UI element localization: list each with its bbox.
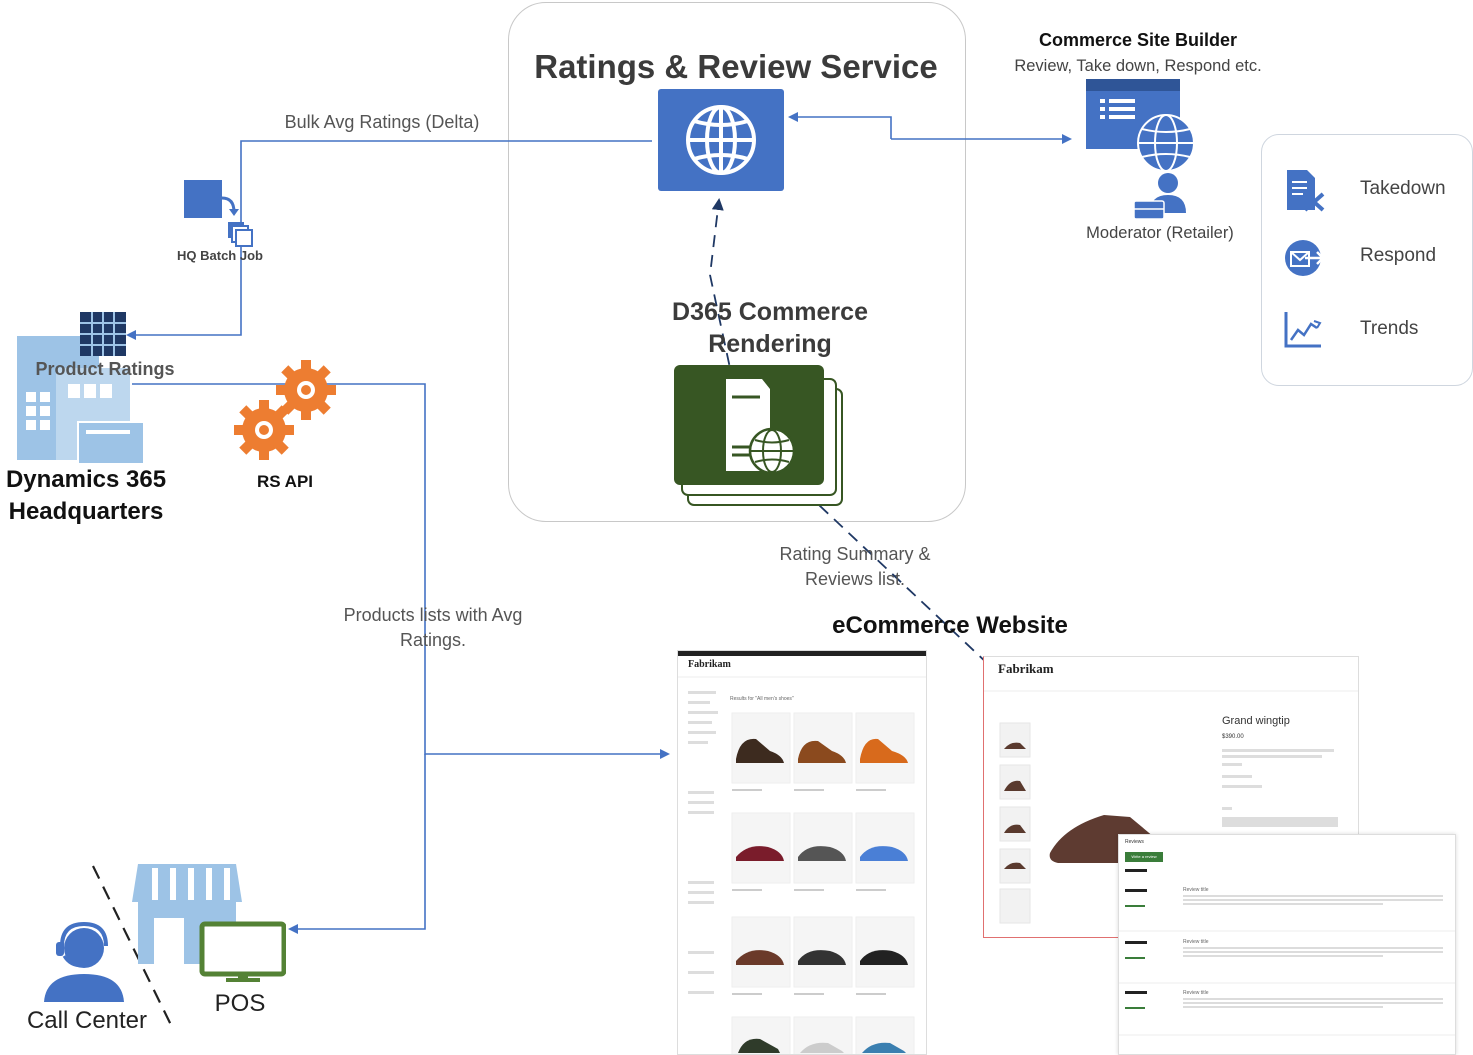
site-builder-subtitle: Review, Take down, Respond etc. (1014, 57, 1262, 75)
products-list-connector (132, 383, 670, 759)
listing-results-text: Results for "All men's shoes" (730, 696, 794, 702)
respond-icon (1283, 236, 1327, 280)
product-price: $390.00 (1222, 734, 1244, 740)
products-list-label: Products lists with Avg Ratings. (343, 605, 523, 650)
store-pos-icon (132, 864, 286, 982)
batch-job-icon (184, 180, 253, 247)
gears-icon (234, 360, 336, 460)
trends-icon (1283, 310, 1323, 350)
channel-separator (92, 865, 173, 1028)
call-center-agent-icon (44, 921, 124, 1002)
takedown-label: Takedown (1360, 178, 1446, 199)
site-builder-icon (1086, 79, 1195, 220)
review-title-1: Review title (1183, 887, 1209, 893)
rs-api-label: RS API (256, 472, 314, 491)
trends-label: Trends (1360, 318, 1419, 339)
rendering-title: D365 Commerce Rendering (672, 298, 868, 358)
product-ratings-label: Product Ratings (35, 359, 175, 379)
rendering-server-icon (674, 365, 843, 506)
product-name: Grand wingtip (1222, 715, 1290, 727)
respond-label: Respond (1360, 245, 1437, 266)
pos-connector (288, 754, 426, 934)
review-title-2: Review title (1183, 939, 1209, 945)
review-title-3: Review title (1183, 990, 1209, 996)
pos-label: POS (214, 990, 266, 1017)
site-builder-return-connector (788, 112, 892, 139)
headquarters-title: Dynamics 365 Headquarters (5, 466, 167, 525)
listing-brand: Fabrikam (688, 659, 731, 670)
listing-grid (678, 676, 926, 1054)
rating-summary-label: Rating Summary & Reviews list. (779, 544, 931, 589)
ecommerce-title: eCommerce Website (832, 612, 1068, 639)
call-center-label: Call Center (26, 1007, 148, 1034)
takedown-icon (1283, 168, 1327, 214)
site-builder-title: Commerce Site Builder (1038, 30, 1238, 50)
product-listing-screenshot: Fabrikam Results for "All men's shoes" (677, 650, 927, 1055)
bulk-ratings-label: Bulk Avg Ratings (Delta) (284, 112, 480, 132)
write-review-button[interactable]: Write a review (1125, 852, 1163, 862)
reviews-list (1119, 869, 1455, 1036)
moderator-label: Moderator (Retailer) (1086, 224, 1234, 242)
headquarters-icon (17, 312, 145, 465)
service-globe-icon (658, 89, 784, 191)
service-title: Ratings & Review Service (534, 48, 938, 85)
reviews-screenshot: Reviews Write a review Review title Revi… (1118, 834, 1456, 1055)
batch-job-label: HQ Batch Job (177, 248, 263, 263)
detail-brand: Fabrikam (998, 661, 1054, 676)
reviews-heading: Reviews (1125, 839, 1144, 845)
